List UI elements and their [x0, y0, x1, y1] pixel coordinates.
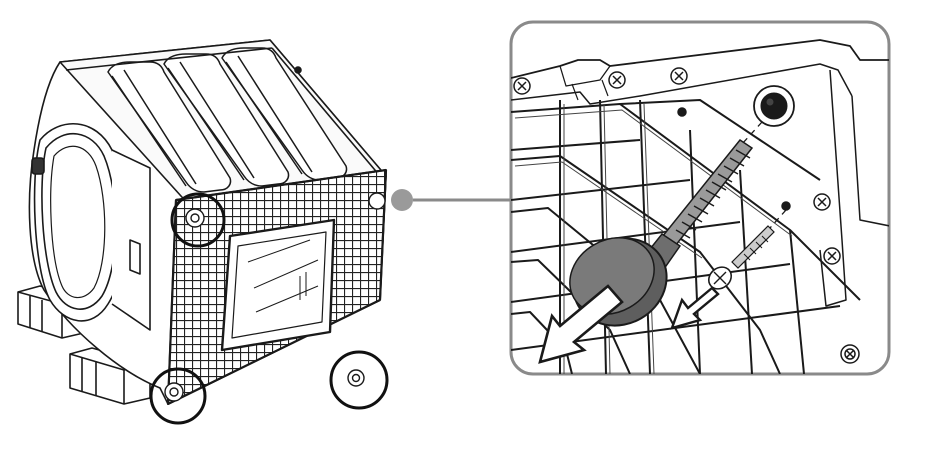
screw-icon: [670, 67, 688, 85]
washer-top-ribs: [107, 47, 348, 193]
screw-icon: [823, 247, 841, 265]
plate-screws: [513, 67, 860, 364]
callout-circle-icon: [329, 350, 389, 410]
callout-circle-icon: [170, 192, 226, 248]
screw-icon: [608, 71, 626, 89]
washer-back-grid: [166, 168, 388, 405]
shipping-bolt-icon: [569, 138, 754, 327]
screw-icon: [513, 77, 531, 95]
bolt-hole: [753, 85, 795, 127]
screw-icon: [813, 193, 831, 211]
callout-circle-icon: [149, 367, 207, 425]
detail-panel: [509, 20, 891, 376]
washer-drum-icon: [17, 39, 388, 405]
screw-icon: [707, 225, 775, 290]
washer-bolt-stubs: [164, 192, 386, 402]
pull-arrow-icon: [538, 284, 624, 364]
alignment-lines: [741, 121, 787, 229]
pull-arrow-icon: [670, 286, 720, 330]
screw-icon: [840, 344, 860, 364]
detail-connector: [391, 189, 511, 211]
callout-circles: [149, 192, 389, 425]
washer-drum-end: [31, 122, 151, 331]
